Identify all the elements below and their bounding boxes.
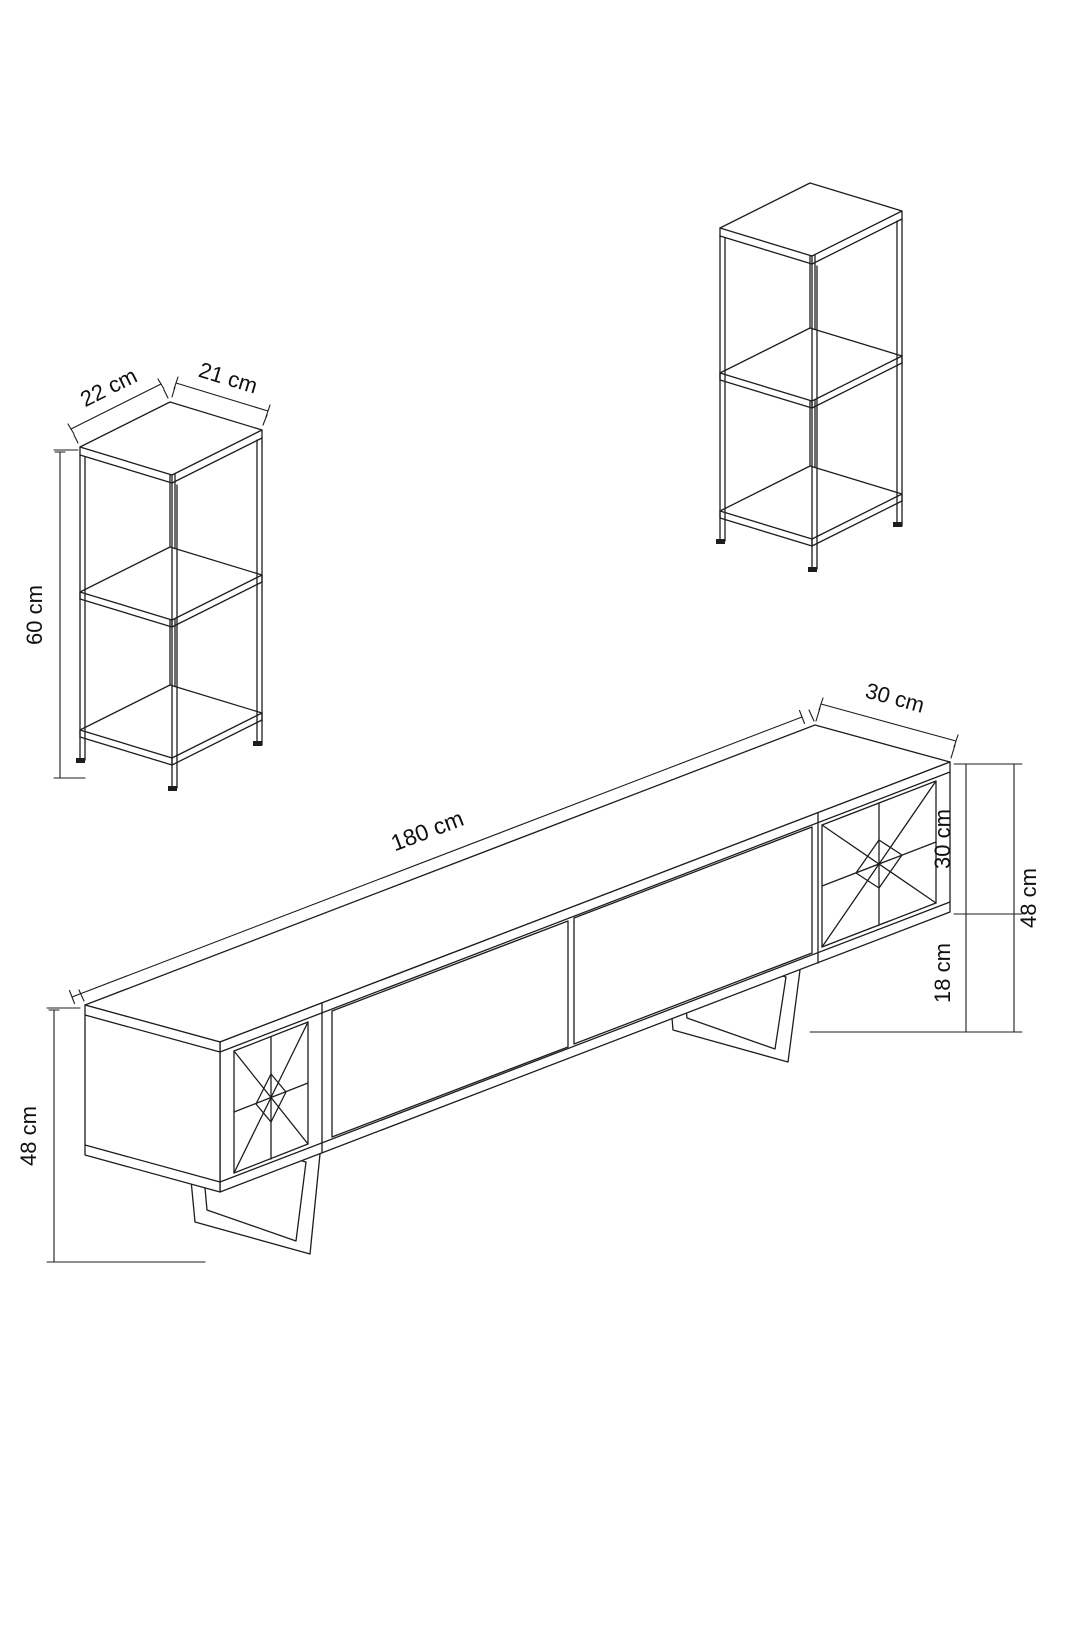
tv-total-height-left-label: 48 cm [16,1106,41,1166]
right-tower-posts [719,218,903,572]
tv-total-height-right-label: 48 cm [1016,868,1041,928]
right-tower-middle-shelf [719,327,903,409]
right-tower-bottom-shelf [719,465,903,547]
right-tower-feet [716,522,902,572]
dimension-line-tv-depth [815,697,959,759]
shelf-width-label: 22 cm [76,363,141,412]
dimension-lines-tv-right-heights [809,763,1023,1033]
tv-stand-left-end-face [84,1004,221,1193]
left-tower-top-panel [79,401,263,484]
left-tower-feet [76,741,262,791]
tv-stand-right-door [573,826,813,1045]
right-shelf-tower [716,182,903,572]
tv-leg-height-label: 18 cm [930,943,955,1003]
tv-carcass-height-label: 30 cm [930,809,955,869]
left-tower-posts [79,437,263,791]
dimension-line-tv-length [68,709,815,1005]
dimension-line-shelf-height [53,449,86,779]
dimension-line-tv-total-height-left [46,1007,206,1263]
left-tower-bottom-shelf [79,684,263,766]
dimension-line-shelf-depth [171,376,271,426]
dimension-lines [46,376,1023,1263]
right-tower-top-panel [719,182,903,265]
tv-stand [84,724,951,1255]
shelf-height-label: 60 cm [22,585,47,645]
tv-length-label: 180 cm [387,805,467,856]
linework [46,182,1023,1263]
tv-depth-label: 30 cm [863,678,927,718]
tv-stand-right-lattice-panel [821,780,937,948]
tv-stand-doors [331,826,813,1138]
left-tower-middle-shelf [79,546,263,628]
tv-stand-body [84,724,951,1193]
tv-stand-left-lattice-panel [233,1021,309,1174]
left-shelf-tower [76,401,263,791]
dimension-line-shelf-width [67,378,169,444]
tv-stand-left-door [331,920,569,1138]
